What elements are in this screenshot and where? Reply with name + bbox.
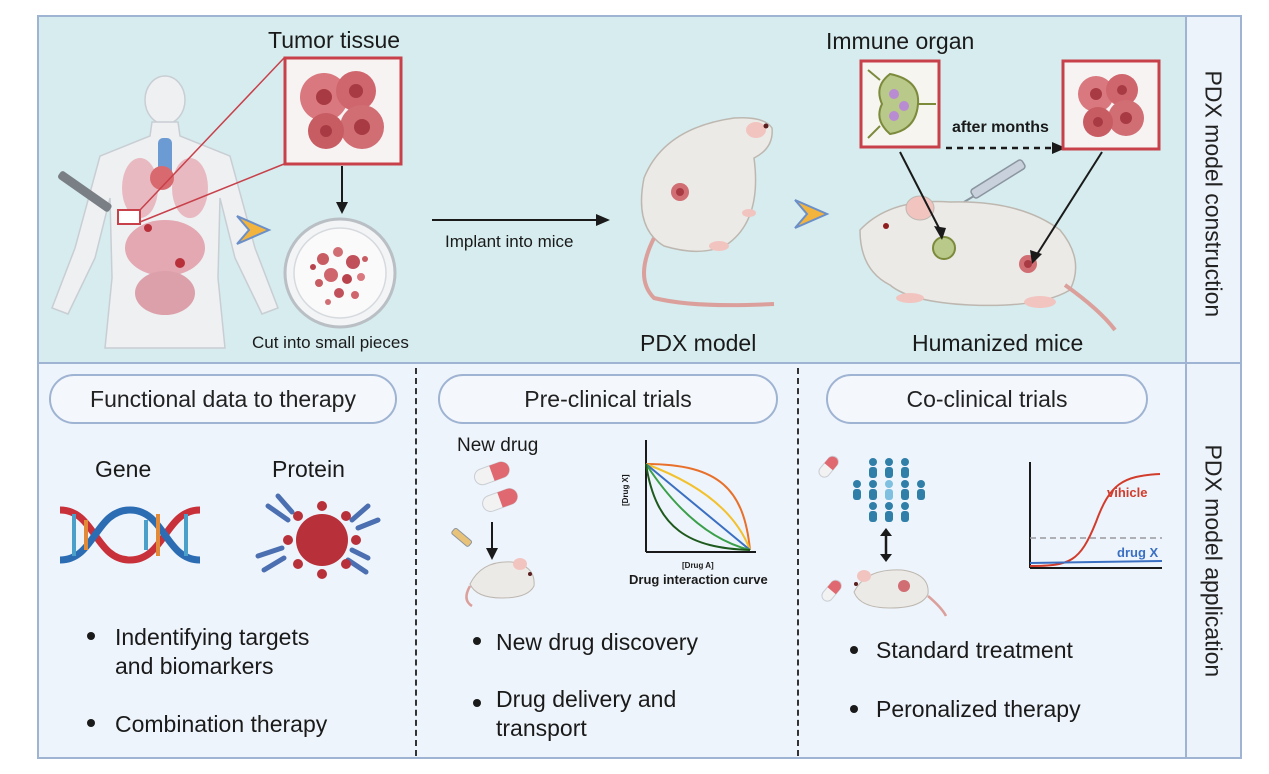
immune-organ-label: Immune organ [826,28,975,54]
protein-label: Protein [272,456,345,482]
cut-pieces-label: Cut into small pieces [252,333,409,352]
syringe-small-icon [451,527,473,547]
new-drug-label: New drug [457,435,539,456]
immune-organ-image [859,59,941,149]
panel-divider-1 [415,368,417,756]
bullet-dot [850,646,858,654]
bullet-personalized-therapy: Peronalized therapy [876,696,1081,722]
drug-down-arrow [486,522,498,560]
bullet-delivery-line1: Drug delivery and [496,686,677,712]
bullet-dot [850,705,858,713]
bullet-delivery-line2: transport [496,715,587,741]
chevron-right-icon [794,199,830,229]
co-clinical-mouse-icon [853,569,948,617]
syringe-icon [963,159,1026,203]
panel-title-functional: Functional data to therapy [49,374,397,424]
panel-divider-2 [797,368,799,756]
after-months-label: after months [952,119,1049,136]
patient-group-icon [853,458,925,522]
humanized-mice-label: Humanized mice [912,330,1084,356]
bullet-dot [87,632,95,640]
tumor-tissue-image-2 [1061,59,1161,151]
section-divider [39,362,1240,364]
bullet-dot [473,637,481,645]
test-mouse-icon [465,558,535,608]
bullet-dot [87,719,95,727]
panel-title-coclinical: Co-clinical trials [826,374,1148,424]
chart-caption: Drug interaction curve [629,572,768,587]
down-arrow [336,166,348,214]
bullet-dot [473,699,481,707]
application-band [39,364,1185,757]
growth-curve-chart [1029,462,1163,569]
bullet-new-drug: New drug discovery [496,629,698,655]
chevron-right-icon [236,215,272,245]
dna-icon [59,506,201,564]
chart-axis-x-label: [Drug A] [682,561,714,570]
pdx-mouse-icon [640,116,775,308]
tumor-tissue-image [283,56,403,166]
gene-label: Gene [95,456,152,482]
humanized-mouse-icon [859,195,1117,332]
side-label-column [1185,17,1240,757]
tumor-tissue-label: Tumor tissue [268,27,401,53]
vihicle-label: vihicle [1107,485,1148,500]
bullet-targets-line1: Indentifying targets [115,624,310,650]
drug-interaction-chart [645,440,756,553]
human-body-icon [51,75,279,349]
capsule-icon [818,455,839,478]
drug-x-label: drug X [1117,545,1159,560]
protein-icon [255,493,381,579]
pill-capsules-icon [473,461,518,512]
panel-title-preclinical: Pre-clinical trials [438,374,778,424]
double-arrow-icon [880,528,892,562]
pdx-model-label: PDX model [640,330,757,356]
bullet-targets-line2: and biomarkers [115,653,274,679]
outer-frame [37,15,1242,759]
capsule-icon [821,579,842,602]
after-months-arrow [946,142,1066,154]
implant-label: Implant into mice [445,232,574,251]
bullet-standard-treatment: Standard treatment [876,637,1073,663]
chart-axis-y-label: [Drug X] [621,474,630,506]
petri-dish-icon [283,217,397,329]
bullet-combination: Combination therapy [115,711,328,737]
implant-arrow [432,214,610,226]
